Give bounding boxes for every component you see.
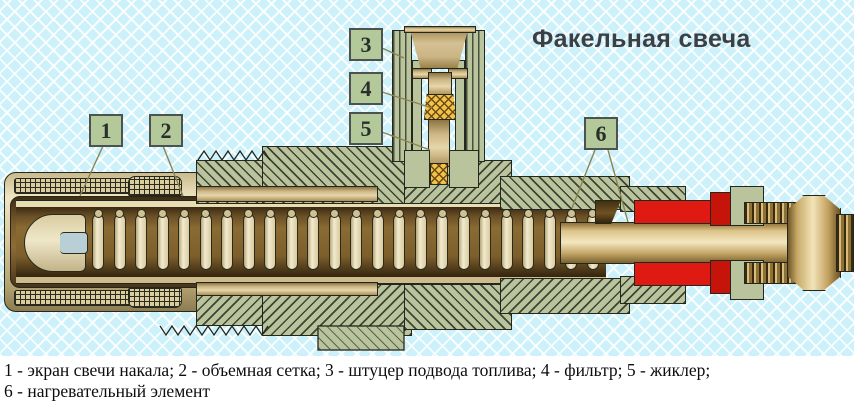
linework-overlay [79, 47, 629, 351]
callout-5-label: 5 [360, 115, 372, 141]
callout-2-label: 2 [160, 117, 172, 143]
heater-coil-loop-cap [244, 209, 253, 218]
callout-3-label: 3 [360, 31, 372, 57]
heater-coil-loop-cap [373, 209, 382, 218]
illustration-panel: Факельная свеча [0, 0, 854, 356]
jet-nozzle-packing [430, 163, 448, 185]
page-title: Факельная свеча [532, 25, 751, 53]
heater-coil-loop-cap [201, 209, 210, 218]
upper-screen-mesh [14, 178, 166, 194]
heater-coil-loop-cap [222, 209, 232, 218]
volumetric-grid-upper [128, 176, 182, 196]
caption-line-1: 1 - экран свечи накала; 2 - объемная сет… [4, 360, 711, 380]
heater-coil-loop-cap [179, 209, 189, 218]
fitting-thread-wall-right [465, 30, 485, 162]
seat-plate-lower [196, 282, 378, 296]
heater-coil-loop-cap [459, 209, 468, 218]
figure-caption: 1 - экран свечи накала; 2 - объемная сет… [4, 360, 850, 402]
callout-6[interactable]: 6 [584, 117, 618, 150]
terminal-hex-nut [788, 196, 840, 290]
filter-holder-stem [428, 72, 452, 96]
heater-coil-loop-cap [265, 209, 275, 218]
fuel-inlet-funnel [410, 30, 468, 68]
callout-2[interactable]: 2 [149, 114, 183, 147]
heater-coil-loop-cap [93, 209, 103, 218]
callout-5[interactable]: 5 [349, 112, 383, 145]
callout-6-label: 6 [595, 120, 607, 146]
lower-screen-mesh [14, 290, 166, 306]
heater-coil-loop-cap [330, 209, 339, 218]
fitting-thread-wall-left [392, 30, 412, 162]
heater-coil-loop-cap [136, 209, 146, 218]
heater-coil-loop-cap [287, 209, 296, 218]
caption-line-2: 6 - нагревательный элемент [4, 381, 211, 401]
heater-coil-loop-cap [308, 209, 318, 218]
body-shoulder-lower [500, 278, 630, 314]
callout-1-label: 1 [100, 117, 112, 143]
seat-plate-upper [196, 186, 378, 202]
fitting-top-rim [404, 26, 476, 33]
insulation-sleeve-upper [634, 200, 716, 224]
heater-coil-loop-cap [351, 209, 361, 218]
fitting-skirt-left [404, 150, 430, 188]
heater-coil-loop-cap [480, 209, 490, 218]
heater-coil-loop-cap [416, 209, 425, 218]
callout-1[interactable]: 1 [89, 114, 123, 147]
fitting-skirt-right [449, 150, 479, 188]
insulation-sleeve-lower [634, 262, 716, 286]
callout-4-label: 4 [360, 75, 372, 101]
heater-coil-bend-notch [60, 232, 88, 254]
heater-coil-loop-cap [437, 209, 447, 218]
heater-coil-loop-cap [115, 209, 124, 218]
heater-coil-loop-cap [158, 209, 167, 218]
callout-4[interactable]: 4 [349, 72, 383, 105]
heater-coil-loop-cap [394, 209, 404, 218]
callout-3[interactable]: 3 [349, 28, 383, 61]
volumetric-grid-lower [128, 288, 182, 308]
